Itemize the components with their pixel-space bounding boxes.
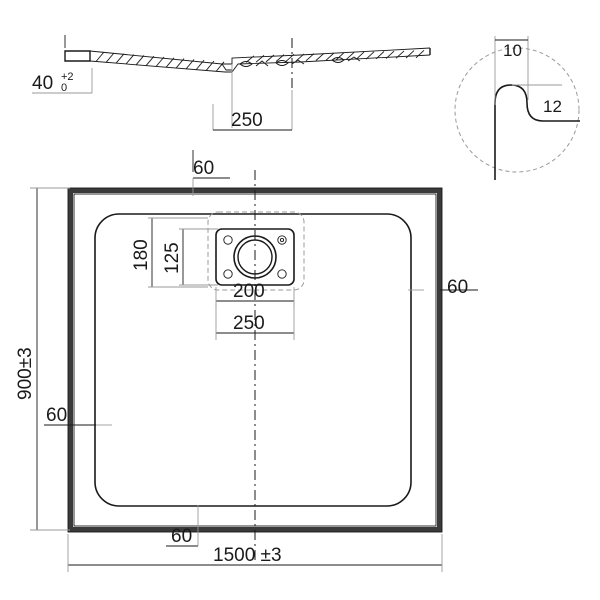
plan-tray-floor <box>94 213 412 507</box>
dim-plan-60-top: 60 <box>192 150 230 196</box>
dim-10-value: 10 <box>503 41 522 60</box>
plan-waste-plate <box>215 228 295 286</box>
section-bottom-profile <box>89 54 431 73</box>
dim-40-value: 40 <box>32 73 53 94</box>
plan-fixing-hole-tr-center <box>279 237 285 243</box>
dim-200-value: 200 <box>233 281 265 302</box>
dim-plan-60-bottom: 60 <box>166 505 199 547</box>
dim-section-250: 250 <box>212 90 293 131</box>
dim-250p-value: 250 <box>233 313 265 334</box>
plan-fixing-hole-tr <box>277 235 287 245</box>
detail-lip-profile <box>494 84 580 180</box>
plan-fixing-hole-br <box>277 269 287 279</box>
section-hatching-right <box>245 49 425 63</box>
dim-12-value: 12 <box>543 97 562 116</box>
plan-fixing-hole-bl <box>223 269 233 279</box>
section-top-profile <box>89 47 431 65</box>
plan-view: 60 60 60 60 900±3 <box>15 150 478 572</box>
dim-250s-value: 250 <box>231 110 263 131</box>
dim-plan-125: 125 <box>162 228 218 286</box>
dim-60l-value: 60 <box>46 405 67 426</box>
dim-180-value: 180 <box>131 239 152 271</box>
dim-detail-10: 10 <box>494 36 529 105</box>
plan-waste-zone <box>207 211 305 291</box>
dim-plan-1500: 1500 ±3 <box>67 534 443 572</box>
detail-boundary-circle <box>454 47 580 173</box>
dim-60t-value: 60 <box>193 158 214 179</box>
dim-60r-value: 60 <box>447 277 468 298</box>
plan-fixing-hole-tl <box>223 235 233 245</box>
plan-waste-inner-ring <box>237 239 273 275</box>
plan-waste-outer-ring <box>233 235 277 279</box>
dim-plan-250: 250 <box>215 303 295 340</box>
dim-section-height: 40 +2 0 <box>32 68 93 94</box>
section-hatching-left <box>95 51 225 72</box>
section-waste-features <box>221 56 361 71</box>
dim-900-value: 900±3 <box>15 347 36 400</box>
section-view: 40 +2 0 250 <box>32 35 431 131</box>
dim-1500-value: 1500 ±3 <box>213 545 282 566</box>
dim-40-tol-upper: +2 <box>61 71 74 83</box>
dim-40-tol-lower: 0 <box>61 82 67 94</box>
section-left-rim <box>64 50 91 62</box>
dim-125-value: 125 <box>162 242 183 274</box>
dim-60b-value: 60 <box>171 526 192 547</box>
detail-view: 10 12 <box>454 36 580 180</box>
dim-plan-180: 180 <box>131 217 208 288</box>
dim-plan-60-left: 60 <box>44 405 112 426</box>
dim-detail-12: 12 <box>512 84 562 116</box>
dim-plan-60-right: 60 <box>408 277 478 298</box>
dim-plan-900: 900±3 <box>15 187 70 531</box>
